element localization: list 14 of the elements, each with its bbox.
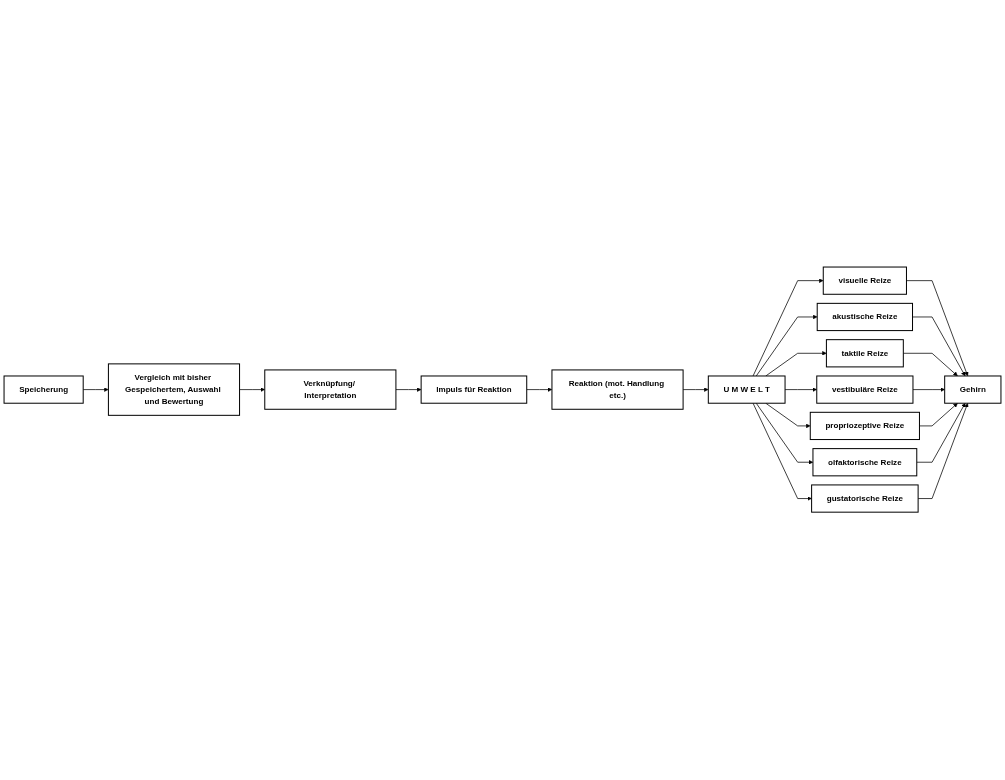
node-box: taktile Reize [825, 339, 904, 368]
node-box: olfaktorische Reize [812, 448, 918, 477]
node-box: Speicherung [3, 375, 84, 405]
node-box: Vergleich mit bisher Gespeichertem, Auswahl und Bewertung [107, 363, 241, 417]
node-box: Impuls für Reaktion [420, 375, 528, 405]
node-box: gustatorische Reize [811, 484, 919, 514]
node-box: Gehirn [944, 375, 1002, 405]
node-box: Verknüpfung/ Interpretation [264, 369, 397, 411]
node-box: akustische Reize [816, 303, 914, 332]
node-box: propriozeptive Reize [809, 412, 920, 441]
node-box: vestibuläre Reize [816, 375, 914, 405]
node-box: U M W E L T [707, 375, 786, 405]
node-box: visuelle Reize [822, 266, 907, 296]
node-box: Reaktion (mot. Handlung etc.) [551, 369, 684, 411]
